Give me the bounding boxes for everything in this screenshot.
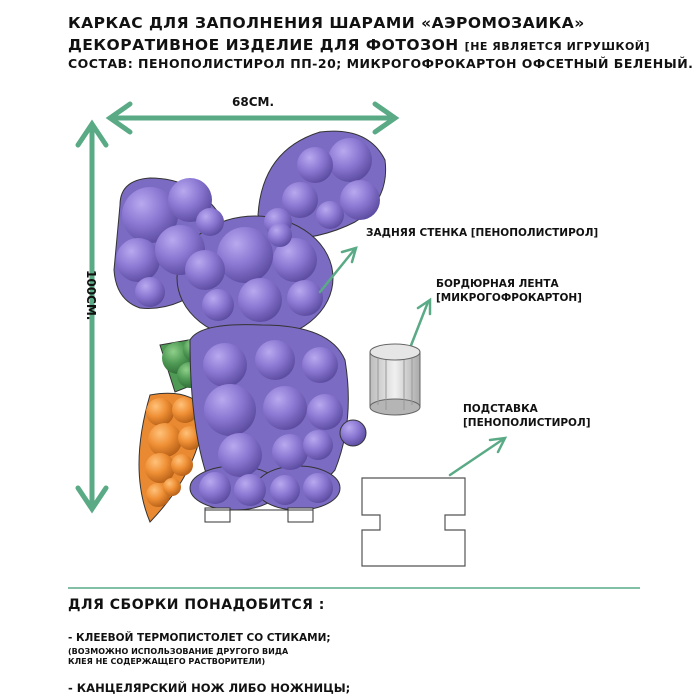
title-line-1: КАРКАС ДЛЯ ЗАПОЛНЕНИЯ ШАРАМИ «АЭРОМОЗАИК…: [68, 14, 585, 32]
border-tape-label-1: БОРДЮРНАЯ ЛЕНТА: [436, 278, 559, 290]
height-dimension: 100СМ.: [84, 270, 98, 321]
assembly-item-glue-note-2: КЛЕЯ НЕ СОДЕРЖАЩЕГО РАСТВОРИТЕЛИ): [68, 657, 266, 666]
label-arrows: [318, 246, 508, 477]
height-arrow: [75, 119, 109, 514]
stand-outline: [361, 477, 466, 567]
title-line-2-note: [НЕ ЯВЛЯЕТСЯ ИГРУШКОЙ]: [464, 40, 651, 53]
title-line-2: ДЕКОРАТИВНОЕ ИЗДЕЛИЕ ДЛЯ ФОТОЗОН [НЕ ЯВЛ…: [68, 36, 650, 54]
balloons: [116, 138, 380, 506]
back-wall-label: ЗАДНЯЯ СТЕНКА [ПЕНОПОЛИСТИРОЛ]: [366, 227, 599, 239]
assembly-item-knife: - КАНЦЕЛЯРСКИЙ НОЖ ЛИБО НОЖНИЦЫ;: [68, 681, 351, 695]
width-arrow: [105, 101, 400, 135]
stand-label-2: [ПЕНОПОЛИСТИРОЛ]: [463, 417, 591, 429]
carrot-body: [138, 392, 206, 523]
stand-label-1: ПОДСТАВКА: [463, 403, 538, 415]
assembly-title: ДЛЯ СБОРКИ ПОНАДОБИТСЯ :: [68, 597, 325, 613]
border-tape-roll: [369, 343, 421, 416]
assembly-item-glue-note-1: (ВОЗМОЖНО ИСПОЛЬЗОВАНИЕ ДРУГОГО ВИДА: [68, 647, 289, 656]
composition-line: СОСТАВ: ПЕНОПОЛИСТИРОЛ ПП-20; МИКРОГОФРО…: [68, 56, 694, 71]
border-tape-label-2: [МИКРОГОФРОКАРТОН]: [436, 292, 582, 304]
width-dimension: 68СМ.: [232, 95, 275, 109]
title-line-2-main: ДЕКОРАТИВНОЕ ИЗДЕЛИЕ ДЛЯ ФОТОЗОН: [68, 36, 459, 54]
assembly-item-glue-gun: - КЛЕЕВОЙ ТЕРМОПИСТОЛЕТ СО СТИКАМИ;: [68, 632, 331, 644]
